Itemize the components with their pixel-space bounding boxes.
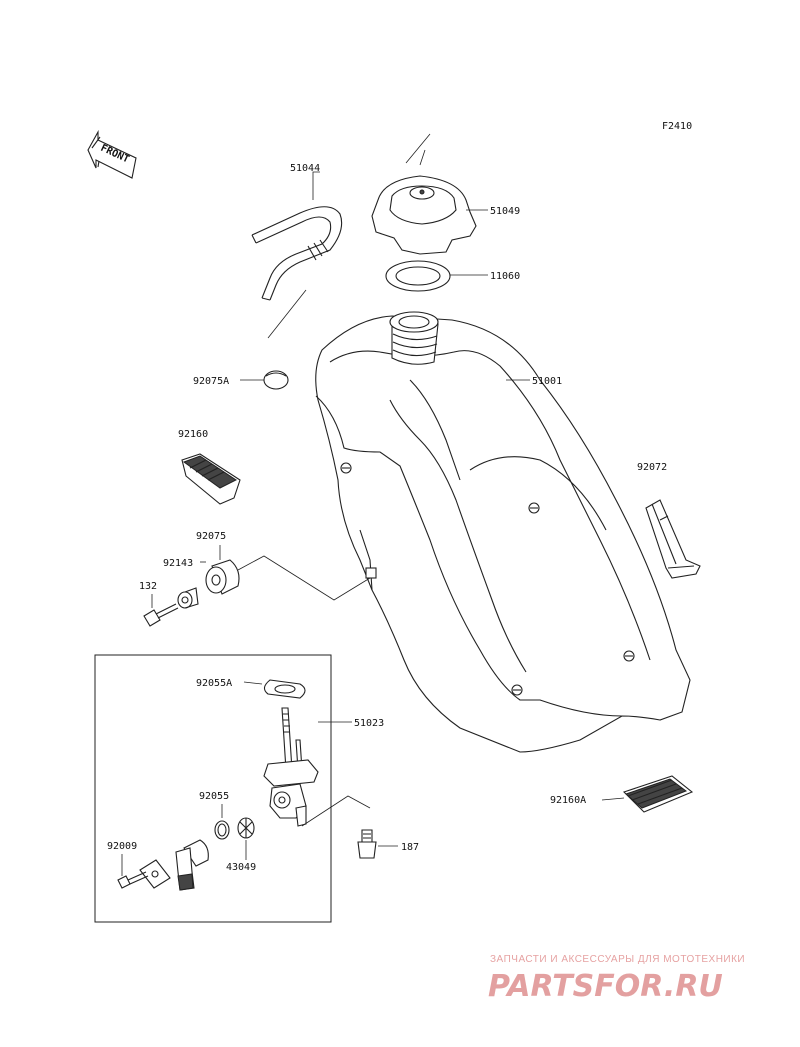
label-51001: 51001 xyxy=(532,376,562,387)
label-92075: 92075 xyxy=(196,531,226,542)
label-92072: 92072 xyxy=(637,462,667,473)
label-92055A: 92055A xyxy=(196,678,232,689)
label-11060: 11060 xyxy=(490,271,520,282)
fuel-tank-51001 xyxy=(315,311,691,753)
leader-92160A xyxy=(601,797,625,801)
label-51044: 51044 xyxy=(290,163,320,174)
leader-damper-to-tank xyxy=(237,555,371,601)
plate-and-screw-92009 xyxy=(117,859,171,889)
pad-92160A xyxy=(622,775,694,813)
leader-51044 xyxy=(312,171,320,200)
fuel-cap-51049 xyxy=(371,133,477,255)
watermark-logo: PARTSFOR.RU xyxy=(488,969,723,1004)
front-arrow-icon: FRONT xyxy=(87,129,137,179)
breather-hose-51044 xyxy=(251,206,343,339)
fuel-cock-assembly-box xyxy=(94,654,332,923)
o-ring-92055 xyxy=(214,820,230,840)
label-132: 132 xyxy=(139,581,157,592)
bolt-187 xyxy=(357,829,377,859)
label-92075A: 92075A xyxy=(193,376,229,387)
label-51049: 51049 xyxy=(490,206,520,217)
bolt-132 xyxy=(143,603,179,627)
cap-92075A xyxy=(263,370,289,390)
label-51023: 51023 xyxy=(354,718,384,729)
collar-92143 xyxy=(177,587,199,609)
label-92160: 92160 xyxy=(178,429,208,440)
pad-92160 xyxy=(181,453,241,505)
label-187: 187 xyxy=(401,842,419,853)
cap-gasket-11060 xyxy=(385,260,451,292)
gasket-92055A xyxy=(263,679,306,699)
filter-43049 xyxy=(237,817,255,839)
strap-92072 xyxy=(645,499,701,579)
watermark-tagline: ЗАПЧАСТИ И АКСЕССУАРЫ ДЛЯ МОТОТЕХНИКИ xyxy=(490,954,745,965)
label-92055: 92055 xyxy=(199,791,229,802)
label-92160A: 92160A xyxy=(550,795,586,806)
fuel-cock-51023 xyxy=(263,707,319,827)
figure-code: F2410 xyxy=(662,121,692,132)
leader-cock-to-bolt xyxy=(301,795,371,827)
rubber-damper-92075 xyxy=(205,559,240,595)
lever-assembly xyxy=(175,839,209,891)
label-92143: 92143 xyxy=(163,558,193,569)
leader-92055A xyxy=(243,681,263,685)
label-92009: 92009 xyxy=(107,841,137,852)
label-43049: 43049 xyxy=(226,862,256,873)
